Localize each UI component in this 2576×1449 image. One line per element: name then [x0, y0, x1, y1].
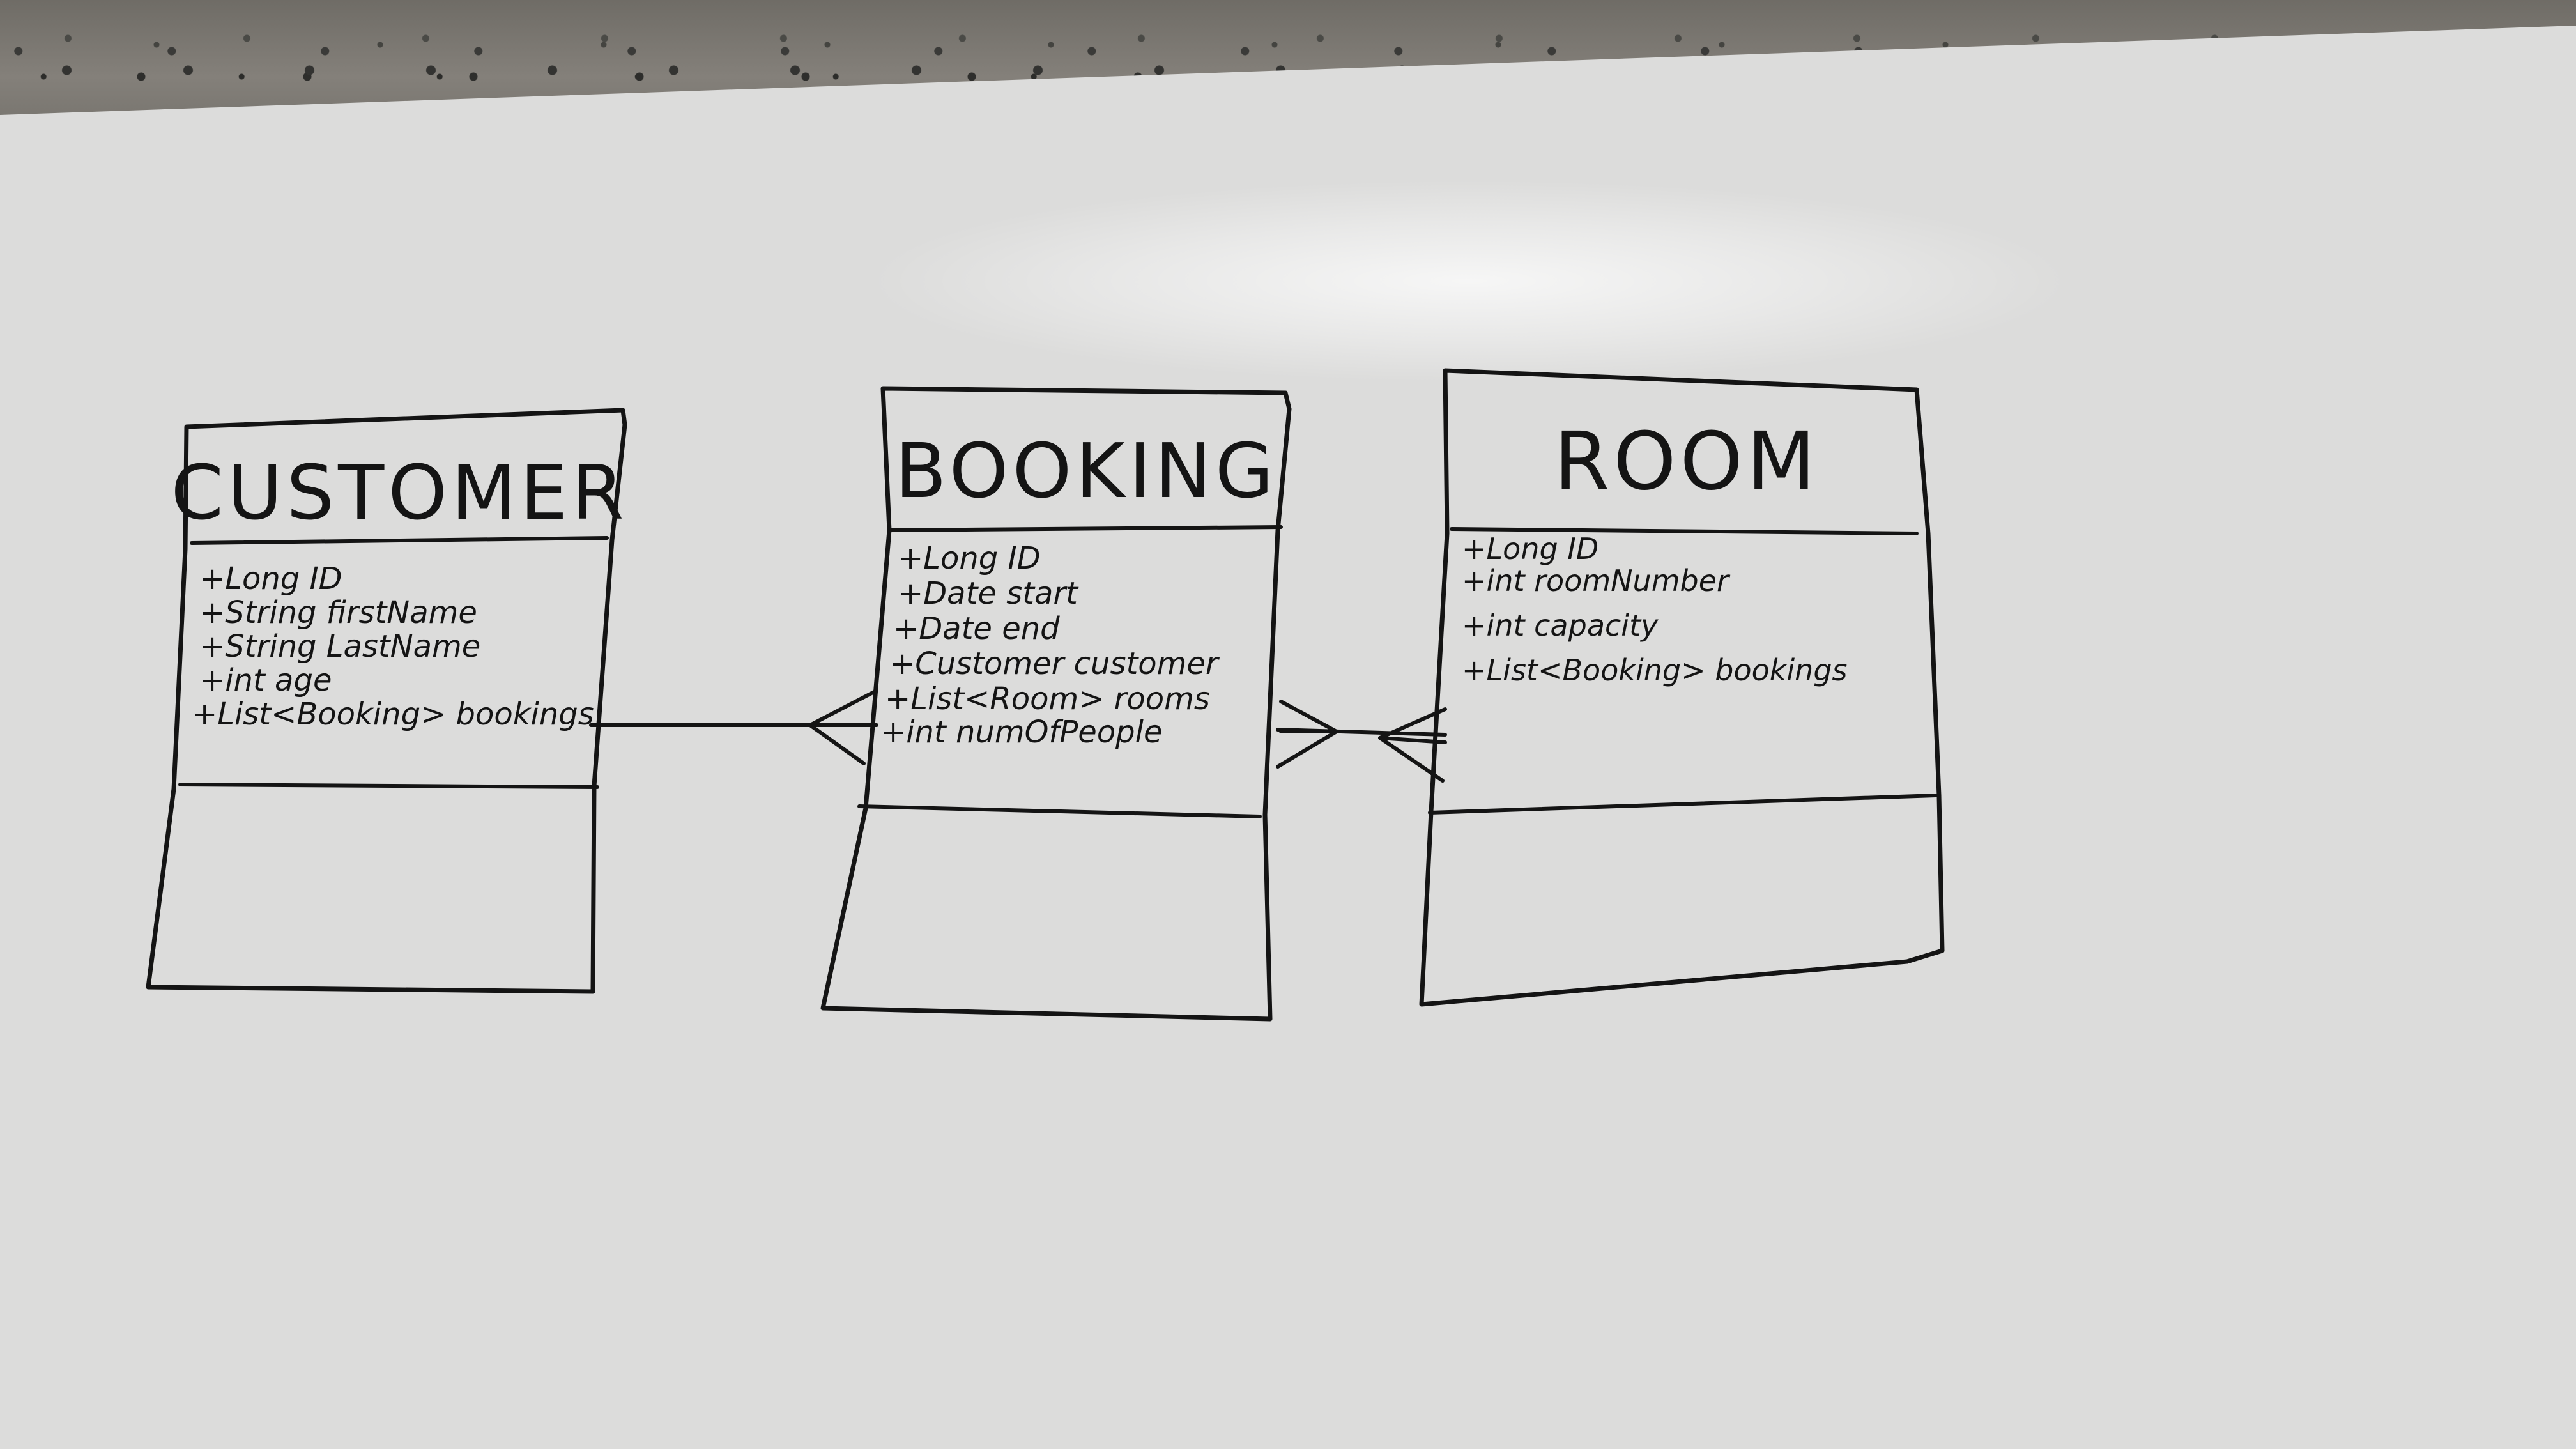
customer-class-title: CUSTOMER [171, 448, 628, 537]
booking-methods-divider [857, 804, 1262, 818]
room-title-divider [1450, 527, 1919, 535]
class-box-booking: BOOKING +Long ID +Date start +Date end +… [820, 386, 1292, 1022]
customer-booking-crows-foot [808, 689, 877, 765]
booking-class-title: BOOKING [895, 427, 1278, 515]
room-box-outline [1419, 368, 1945, 1007]
room-attr-3: +int capacity [1462, 608, 1659, 643]
relationship-customer-booking [589, 689, 878, 765]
room-side-crows-foot [1378, 707, 1447, 783]
booking-attr-6: +int numOfPeople [880, 714, 1163, 750]
booking-side-crows-foot [1276, 700, 1338, 769]
booking-attr-5: +List<Room> rooms [885, 681, 1210, 717]
customer-attr-4: +int age [199, 663, 332, 698]
booking-attr-1: +Long ID [898, 540, 1041, 576]
customer-box-outline [146, 408, 627, 994]
room-attr-4: +List<Booking> bookings [1462, 653, 1848, 687]
room-attr-1: +Long ID [1462, 532, 1598, 566]
customer-attr-2: +String firstName [199, 595, 477, 631]
room-methods-divider [1428, 793, 1938, 815]
booking-title-divider [887, 525, 1283, 532]
class-box-customer: CUSTOMER +Long ID +String firstName +Str… [146, 408, 628, 994]
room-class-title: ROOM [1554, 415, 1819, 508]
customer-attr-5: +List<Booking> bookings [192, 696, 594, 732]
customer-methods-divider [178, 783, 599, 789]
customer-title-divider [190, 536, 609, 545]
booking-box-outline [820, 386, 1292, 1022]
relationship-booking-room [1276, 700, 1447, 783]
customer-attr-1: +Long ID [199, 561, 342, 597]
class-box-room: ROOM +Long ID +int roomNumber +int capac… [1419, 368, 1945, 1007]
booking-attr-4: +Customer customer [889, 646, 1220, 682]
customer-attr-3: +String LastName [199, 629, 480, 664]
booking-attr-3: +Date end [893, 611, 1060, 647]
room-attr-2: +int roomNumber [1462, 564, 1731, 598]
booking-attr-2: +Date start [898, 576, 1079, 611]
